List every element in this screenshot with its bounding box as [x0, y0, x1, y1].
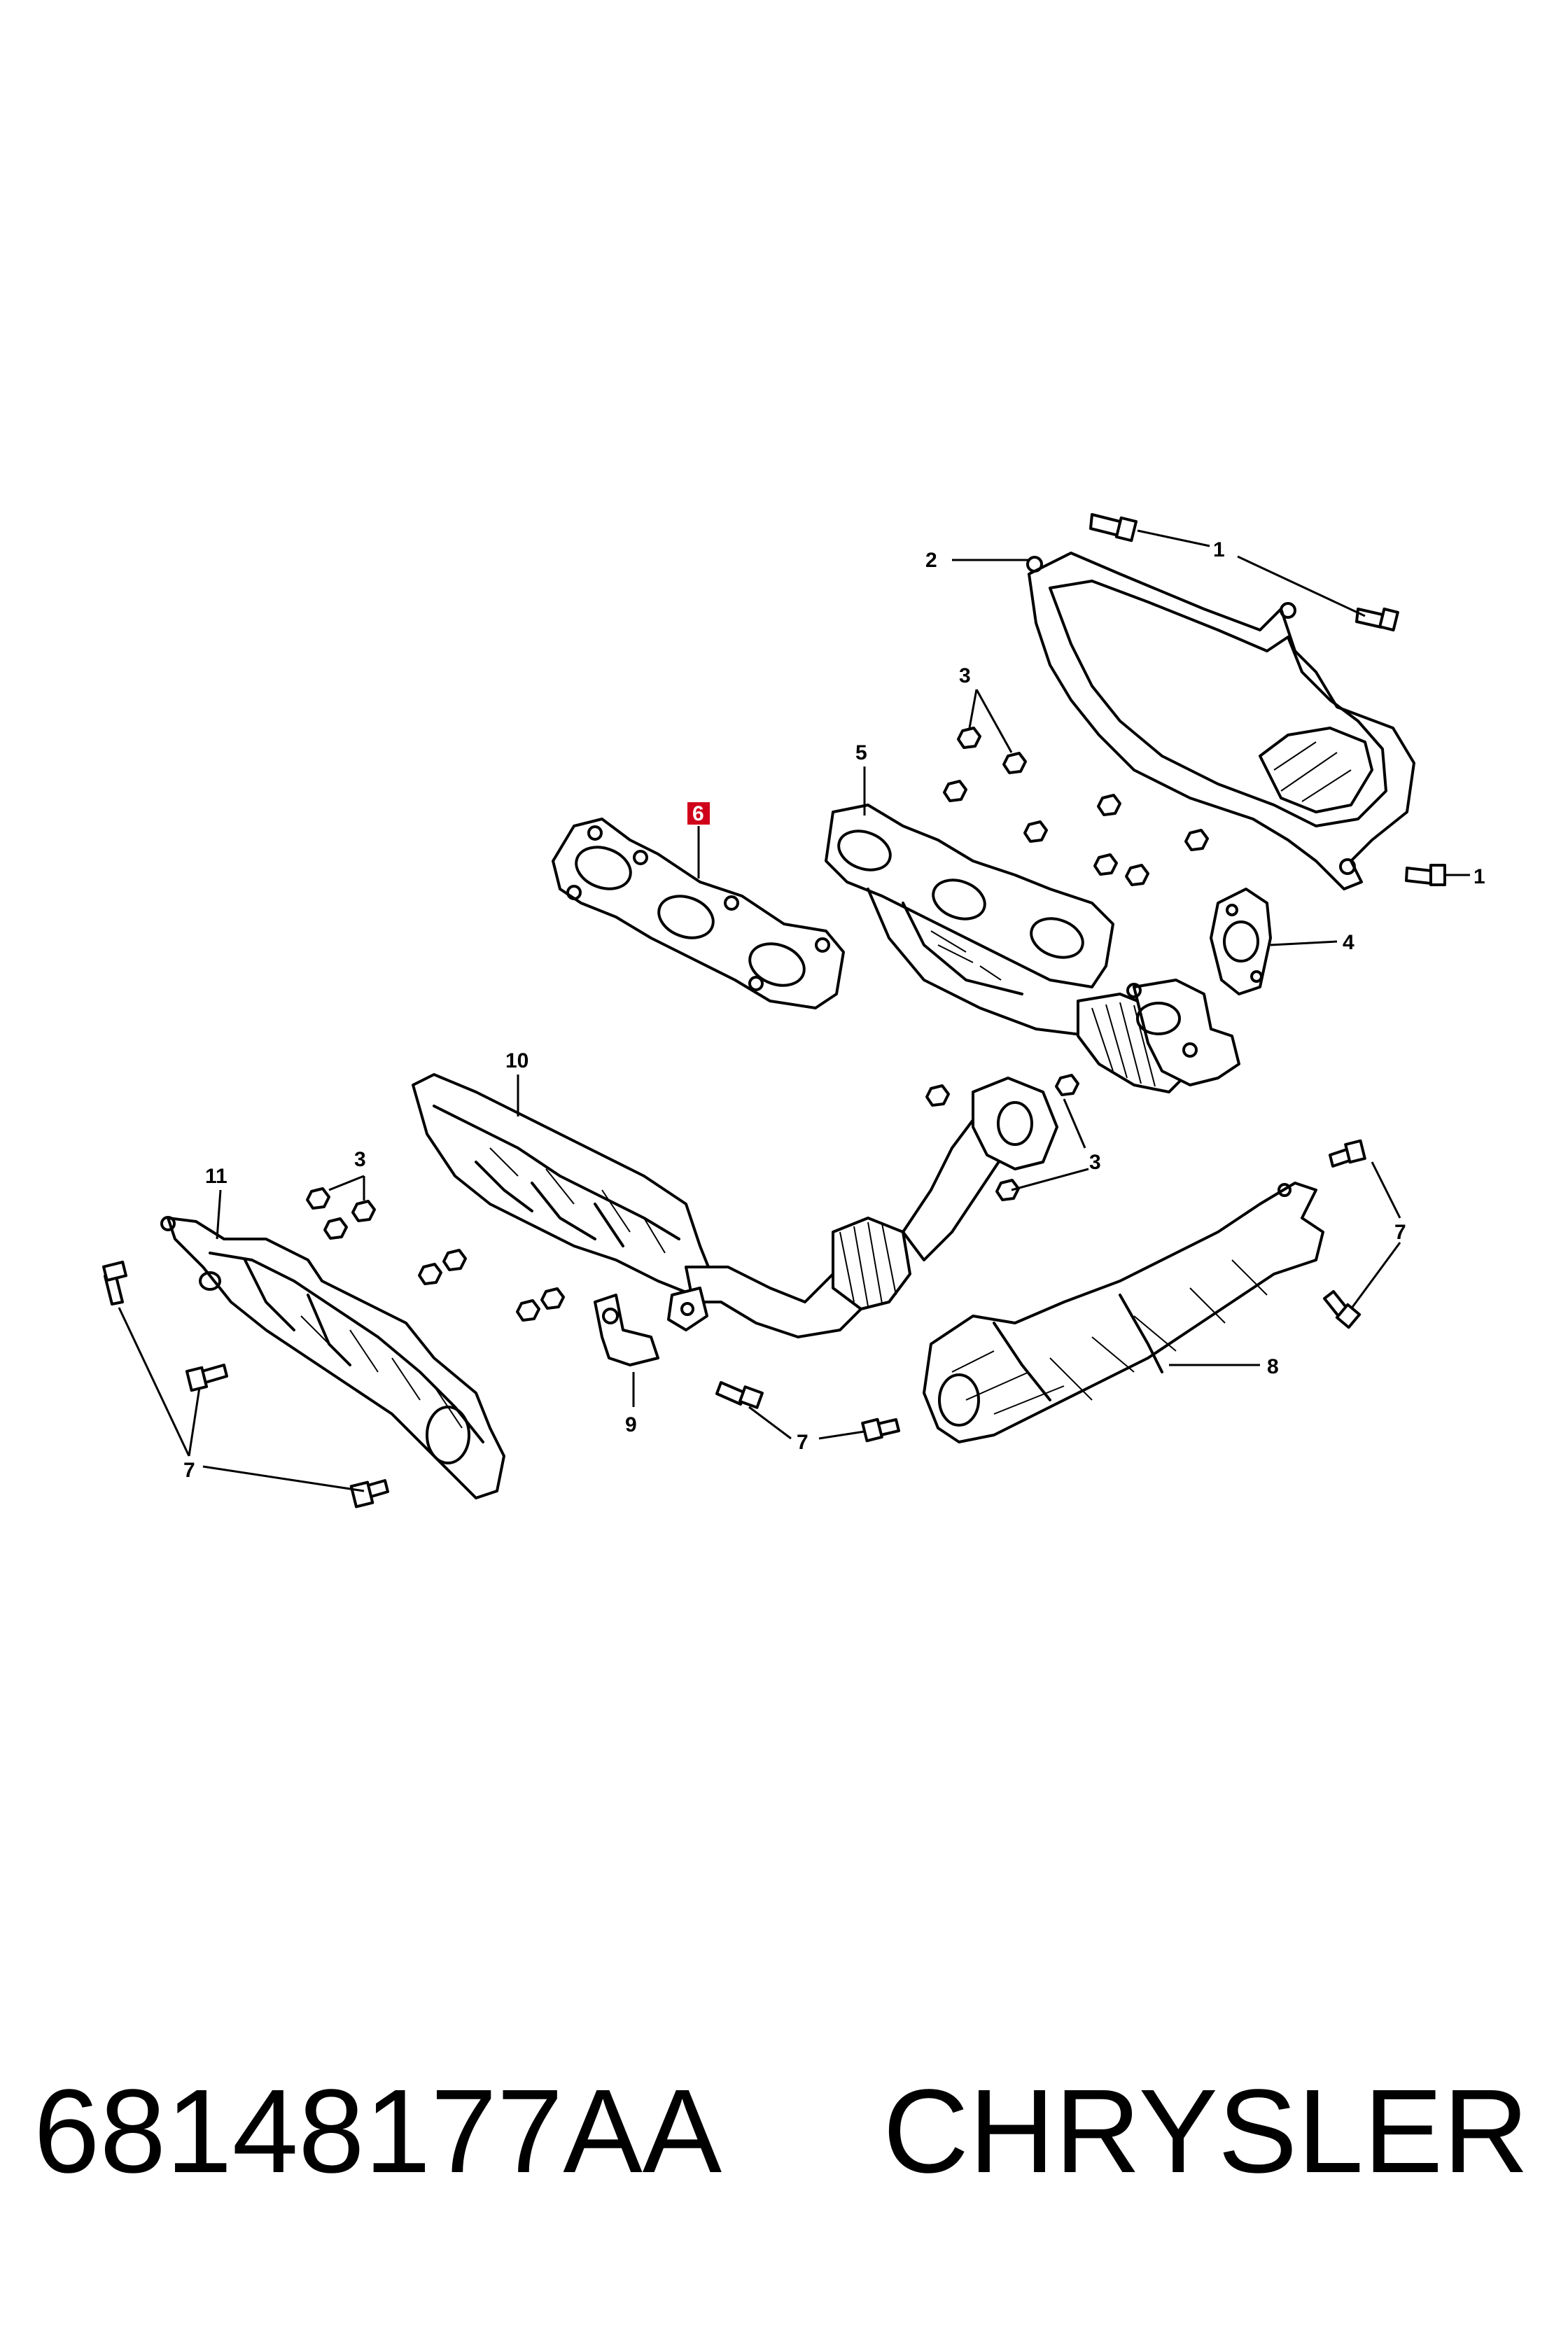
- upper-heat-shield: [1026, 552, 1415, 890]
- callout-4: 4: [1343, 931, 1354, 954]
- manifold-gasket: [552, 818, 845, 1009]
- callout-3-upper: 3: [959, 664, 971, 687]
- upper-exhaust-manifold: [825, 804, 1240, 1093]
- callout-7-middle: 7: [797, 1431, 808, 1454]
- callout-1-right: 1: [1474, 865, 1485, 888]
- nuts-lower: [306, 1074, 1079, 1322]
- right-heat-shield: [923, 1182, 1324, 1443]
- bolts-7: [102, 1139, 1366, 1508]
- callout-2: 2: [925, 549, 937, 572]
- callout-8: 8: [1267, 1355, 1279, 1378]
- callout-3-left: 3: [354, 1148, 366, 1171]
- callout-1-top: 1: [1213, 538, 1225, 561]
- callout-3-right: 3: [1089, 1151, 1101, 1174]
- outlet-gasket: [1210, 888, 1272, 995]
- nuts-upper: [943, 727, 1209, 886]
- bolt-1-lower: [1405, 864, 1446, 886]
- left-heat-shield: [160, 1216, 505, 1499]
- callout-11: 11: [205, 1165, 227, 1188]
- leader-lines: [118, 529, 1470, 1492]
- callout-6: 6: [692, 802, 704, 825]
- brand-name: CHRYSLER: [883, 2065, 1529, 2198]
- callout-10: 10: [505, 1049, 528, 1072]
- callout-labels: 1 1 2 3 3 3 4 5 6 7 7 7 8 9 10 11: [183, 538, 1485, 1482]
- callout-7-right: 7: [1394, 1221, 1406, 1244]
- bolt-1-top: [1089, 513, 1138, 542]
- lower-exhaust-manifold: [412, 1073, 1058, 1338]
- bolt-1-right: [1355, 607, 1399, 632]
- callout-9: 9: [625, 1413, 637, 1436]
- callout-6-highlight: [687, 802, 710, 825]
- support-bracket: [594, 1294, 659, 1366]
- callout-5: 5: [855, 741, 867, 764]
- callout-7-left: 7: [183, 1459, 195, 1482]
- part-number: 68148177AA: [34, 2065, 722, 2198]
